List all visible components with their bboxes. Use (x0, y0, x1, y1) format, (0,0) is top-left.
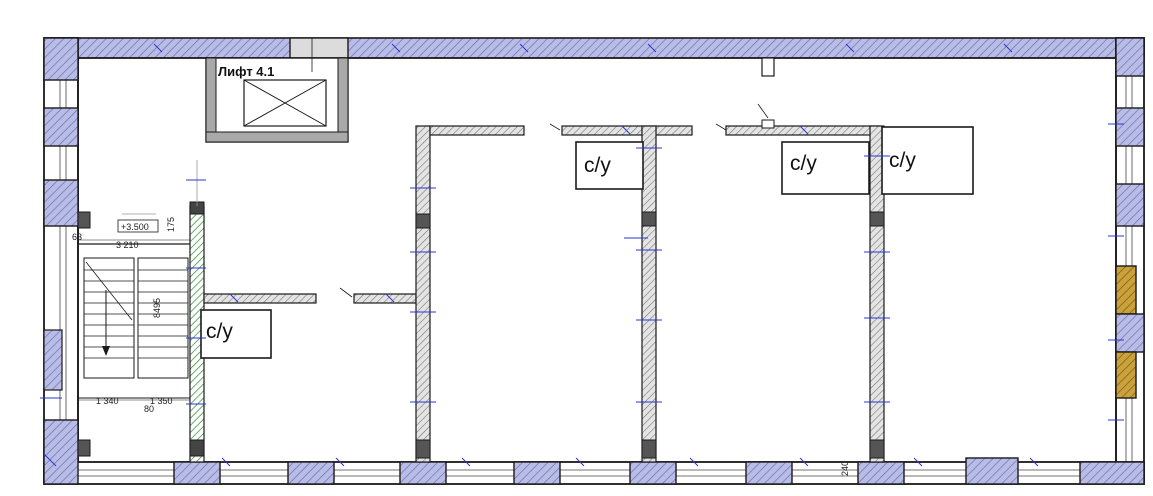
wc-room-2: с/у (575, 141, 644, 190)
svg-text:с/у: с/у (584, 154, 611, 177)
level-mark-box (117, 219, 159, 233)
wc-rooms: с/у с/у с/у с/у (200, 126, 974, 359)
dim-stair-vertical: 175 (166, 217, 176, 232)
dim-stair-bottom-right: 1 350 (150, 396, 173, 406)
svg-text:с/у: с/у (889, 149, 916, 172)
right-pier-accent-2 (1115, 351, 1137, 399)
top-wall (47, 37, 1145, 59)
left-wall (43, 37, 79, 483)
top-wall-opening (289, 37, 349, 59)
svg-text:с/у: с/у (790, 152, 817, 175)
staircase: +3.500 3 210 63 175 8495 1 340 80 1 350 (72, 211, 192, 457)
wc-room-1: с/у (200, 309, 272, 359)
dim-bottom-small: 240 (840, 461, 850, 476)
wc-room-4: с/у (881, 126, 974, 195)
stair-treads (84, 261, 188, 359)
wall-piers (43, 37, 1145, 485)
level-mark: +3.500 (121, 222, 149, 232)
elevator-label: Лифт 4.1 (218, 64, 274, 79)
dim-stair-bottom-mid: 80 (144, 404, 154, 414)
wc-room-3: с/у (781, 141, 870, 195)
right-wall (1115, 37, 1145, 483)
dim-stair-bottom-left: 1 340 (96, 396, 119, 406)
elevator-shaft: Лифт 4.1 (205, 38, 349, 143)
dim-stair-left: 63 (72, 232, 82, 242)
svg-text:с/у: с/у (206, 320, 233, 343)
dim-stair-run: 8495 (152, 298, 162, 318)
right-pier-accent-1 (1115, 265, 1137, 315)
dim-stair-width: 3 210 (116, 240, 139, 250)
dimension-marks (40, 43, 1124, 467)
